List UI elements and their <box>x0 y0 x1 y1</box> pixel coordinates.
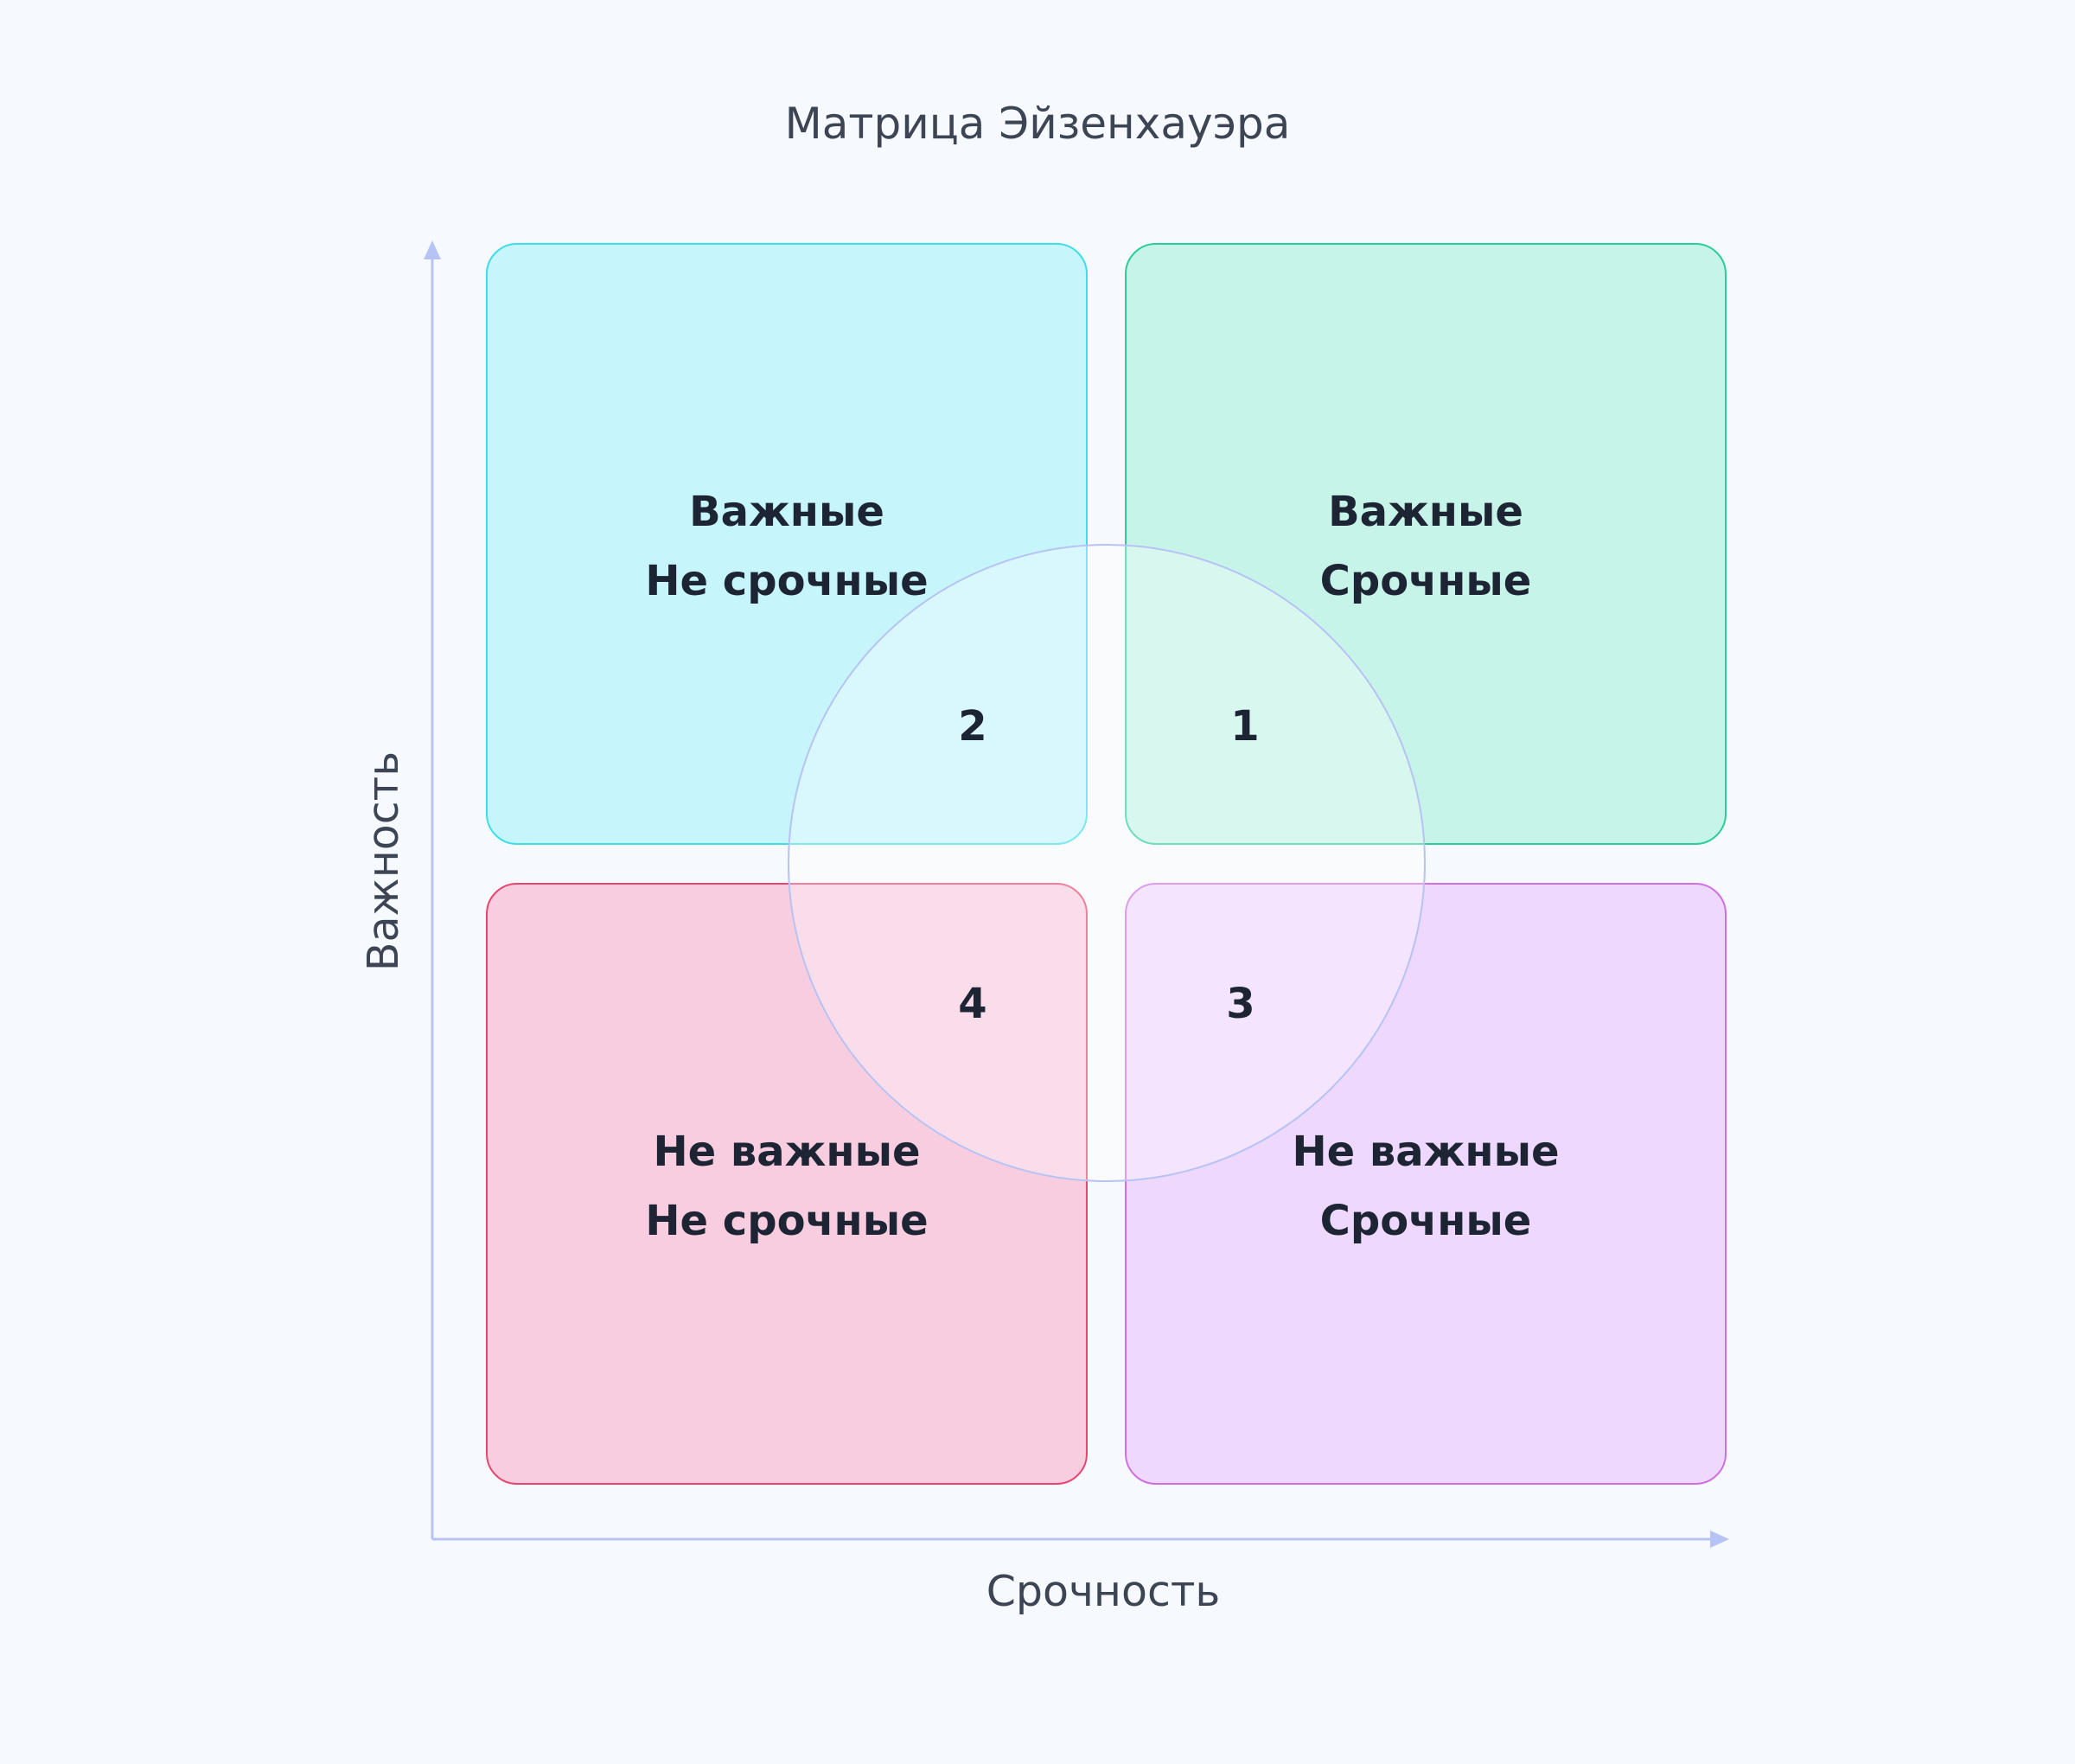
quadrant-number-top-left: 2 <box>958 702 987 751</box>
x-axis-label: Срочность <box>986 1567 1221 1616</box>
quadrant-number-top-right: 1 <box>1230 702 1260 751</box>
quadrant-number-bottom-left: 4 <box>958 980 987 1028</box>
y-axis-arrowhead <box>424 240 441 259</box>
quadrant-label-line2: Срочные <box>1319 1197 1532 1245</box>
quadrant-label-line2: Не срочные <box>645 1197 929 1245</box>
quadrant-label-line1: Не важные <box>1292 1128 1560 1176</box>
center-circle <box>788 544 1426 1182</box>
quadrant-label-line1: Важные <box>1328 488 1523 536</box>
quadrant-label-top-left: Важные Не срочные <box>484 477 1089 616</box>
quadrant-label-bottom-left: Не важные Не срочные <box>484 1117 1089 1256</box>
quadrant-label-line1: Не важные <box>653 1128 921 1176</box>
y-axis-label: Важность <box>359 751 408 972</box>
quadrant-label-top-right: Важные Срочные <box>1123 477 1728 616</box>
quadrant-label-bottom-right: Не важные Срочные <box>1123 1117 1728 1256</box>
quadrant-label-line2: Срочные <box>1319 557 1532 605</box>
quadrant-label-line2: Не срочные <box>645 557 929 605</box>
quadrant-label-line1: Важные <box>689 488 884 536</box>
quadrant-number-bottom-right: 3 <box>1226 980 1255 1028</box>
x-axis-arrowhead <box>1710 1531 1729 1548</box>
diagram-title: Матрица Эйзенхауэра <box>784 99 1291 149</box>
